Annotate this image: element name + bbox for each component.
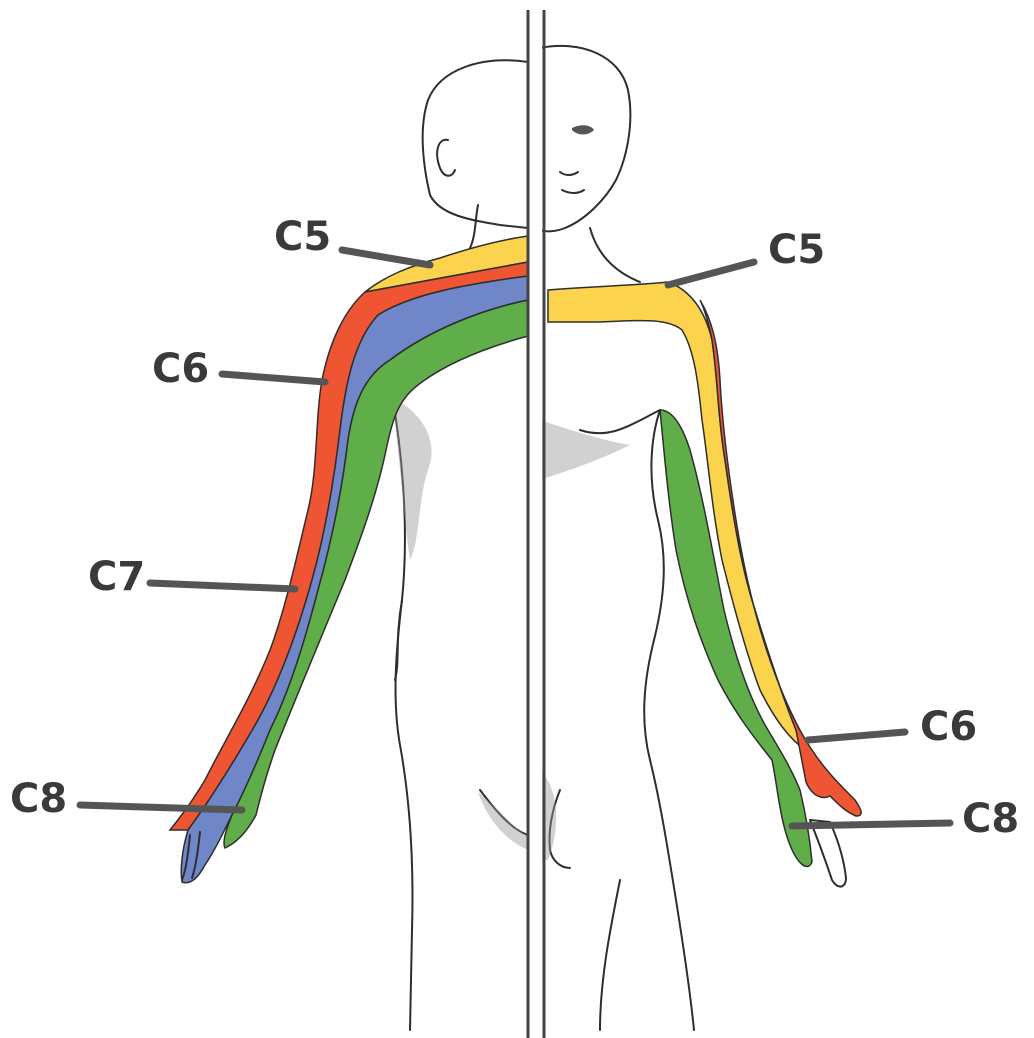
leader-back-c7 — [150, 583, 295, 589]
back-ear — [437, 140, 455, 176]
center-divider — [528, 10, 544, 1038]
leader-back-c8 — [80, 805, 242, 810]
front-c8-band — [660, 410, 812, 867]
back-c7-band — [181, 276, 528, 883]
leader-back-c6 — [222, 374, 325, 382]
leader-back-c5 — [342, 250, 430, 265]
label-front-c8: C8 — [962, 796, 1019, 842]
label-back-c7: C7 — [88, 554, 145, 600]
front-shadow — [540, 420, 630, 480]
front-eye — [572, 125, 594, 134]
leader-front-c5 — [668, 262, 754, 285]
front-arm-dermatomes — [548, 282, 861, 867]
front-hand — [810, 820, 846, 887]
front-head — [540, 46, 630, 231]
back-c8-band — [224, 300, 528, 848]
leader-front-c6 — [808, 732, 905, 740]
back-view-body — [392, 60, 528, 1030]
label-back-c5: C5 — [274, 214, 331, 260]
back-shadow — [392, 398, 432, 560]
label-back-c6: C6 — [152, 346, 209, 392]
back-arm-dermatomes — [170, 236, 528, 883]
label-front-c5: C5 — [768, 227, 825, 273]
label-front-c6: C6 — [920, 704, 977, 750]
label-back-c8: C8 — [10, 776, 67, 822]
leader-front-c8 — [792, 823, 950, 826]
